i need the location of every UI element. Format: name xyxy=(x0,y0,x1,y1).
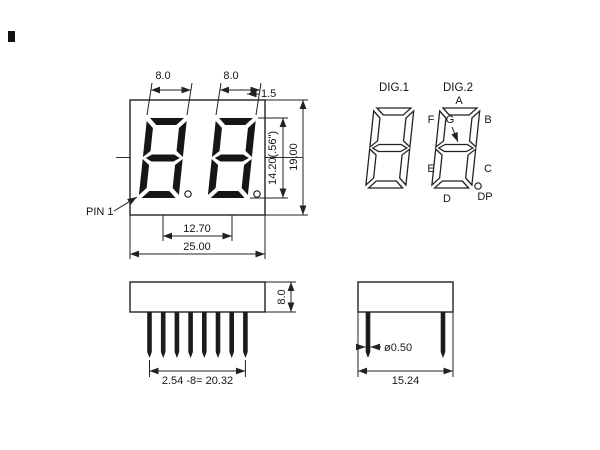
dim-pin-diameter: ø0.50 xyxy=(356,342,412,354)
dim-label-body-height: 19.00 xyxy=(288,143,300,171)
dim-digit-pitch: 12.70 xyxy=(162,215,233,241)
dig2-outline-digit xyxy=(430,107,481,189)
dim-label-body-thickness: 8.0 xyxy=(276,289,288,304)
segment-a-label: A xyxy=(455,95,463,107)
end-view: ø0.50 15.24 xyxy=(356,281,454,387)
dim-body-thickness: 8.0 xyxy=(265,281,296,313)
dim-body-width: 25.00 xyxy=(129,215,266,259)
side-pins xyxy=(147,312,248,358)
dim-body-height: 19.00 xyxy=(265,99,308,216)
segment-designation-view: DIG.1 DIG.2 A F G B E C D DP xyxy=(364,82,493,205)
end-body-outline xyxy=(357,281,454,313)
dim-label-digit1-width: 8.0 xyxy=(155,70,170,82)
front-view: 8.0 8.0 1.5 14.20(.56") 19.00 xyxy=(86,70,308,259)
dig1-outline-digit xyxy=(364,107,415,189)
dim-label-digit-pitch: 12.70 xyxy=(183,223,211,235)
dim-digit1-width: 8.0 xyxy=(146,70,193,116)
scan-artifact-mark xyxy=(8,31,15,42)
pin1-callout: PIN 1 xyxy=(86,196,138,218)
dim-body-depth: 15.24 xyxy=(357,312,454,387)
dig1-label: DIG.1 xyxy=(379,82,409,94)
segment-d-label: D xyxy=(443,193,451,205)
side-view: 8.0 2.54 -8= 20.32 xyxy=(129,281,296,387)
dig2-label: DIG.2 xyxy=(443,82,473,94)
dim-pin-pitch: 2.54 -8= 20.32 xyxy=(149,360,246,387)
decimal-point-2 xyxy=(253,190,261,198)
dim-label-body-width: 25.00 xyxy=(183,241,211,253)
dim-label-digit-height: 14.20(.56") xyxy=(267,131,279,185)
dim-label-digit2-width: 8.0 xyxy=(223,70,238,82)
dim-label-pin-pitch: 2.54 -8= 20.32 xyxy=(162,375,233,387)
dim-digit-height: 14.20(.56") xyxy=(250,117,288,199)
segment-g-leader-line xyxy=(451,126,459,143)
segment-e-label: E xyxy=(427,163,434,175)
segment-g-label: G xyxy=(446,114,455,126)
segment-f-label: F xyxy=(428,114,435,126)
dim-label-body-depth: 15.24 xyxy=(392,375,420,387)
dim-label-pin-diameter: ø0.50 xyxy=(384,342,412,354)
dim-digit2-width: 8.0 xyxy=(215,70,262,116)
side-body-outline xyxy=(129,281,266,313)
segment-dp-circle xyxy=(474,182,482,190)
dim-segment-width: 1.5 xyxy=(247,88,276,100)
segment-dp-label: DP xyxy=(477,191,492,203)
pin1-label: PIN 1 xyxy=(86,206,114,218)
decimal-point-1 xyxy=(184,190,192,198)
dim-label-segment: 1.5 xyxy=(261,88,276,100)
segment-c-label: C xyxy=(484,163,492,175)
segment-b-label: B xyxy=(484,114,491,126)
